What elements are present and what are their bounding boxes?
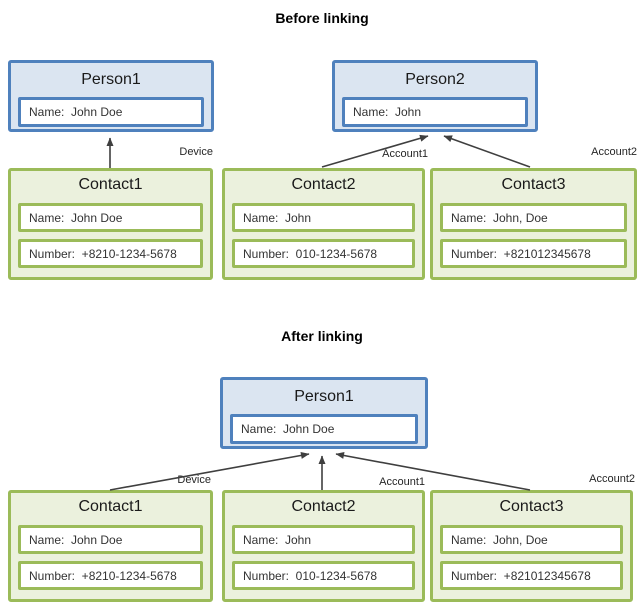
before-contact2-name: Name: John: [243, 210, 312, 225]
after-person1-name: Name: John Doe: [241, 422, 335, 436]
before-contact1-box: Contact1 Name: John Doe Number: +8210-12…: [8, 168, 213, 280]
before-contact3-number-field: Number: +821012345678: [440, 239, 627, 268]
after-contact2-box: Contact2 Name: John Number: 010-1234-567…: [222, 490, 425, 602]
after-account1-edge-label: Account1: [379, 476, 425, 488]
before-person2-title: Person2: [405, 71, 465, 88]
before-contact2-name-field: Name: John: [232, 203, 415, 232]
after-device-edge-label: Device: [177, 474, 211, 486]
before-contact3-box: Contact3 Name: John, Doe Number: +821012…: [430, 168, 637, 280]
before-contact1-title: Contact1: [78, 176, 143, 193]
before-person1-box: Person1 Name: John Doe: [8, 60, 214, 132]
after-contact1-name: Name: John Doe: [29, 532, 123, 547]
after-contact3-title: Contact3: [499, 498, 564, 515]
after-contact1-name-field: Name: John Doe: [18, 525, 203, 554]
before-person2-name: Name: John: [353, 105, 422, 119]
before-person1-name: Name: John Doe: [29, 105, 123, 119]
before-contact1-number: Number: +8210-1234-5678: [29, 246, 177, 261]
after-section-title: After linking: [281, 328, 363, 344]
before-account1-edge-label: Account1: [382, 148, 428, 160]
after-contact3-box: Contact3 Name: John, Doe Number: +821012…: [430, 490, 633, 602]
before-contact2-number: Number: 010-1234-5678: [243, 246, 378, 261]
before-person2-box: Person2 Name: John: [332, 60, 538, 132]
after-contact2-title: Contact2: [291, 498, 356, 515]
before-person1-title: Person1: [81, 71, 141, 88]
after-account2-edge-label: Account2: [589, 473, 635, 485]
before-contact2-box: Contact2 Name: John Number: 010-1234-567…: [222, 168, 425, 280]
after-person1-name-field: Name: John Doe: [230, 414, 418, 444]
after-contact2-number: Number: 010-1234-5678: [243, 568, 378, 583]
after-contact2-name-field: Name: John: [232, 525, 415, 554]
after-contact1-number: Number: +8210-1234-5678: [29, 568, 177, 583]
after-person1-box: Person1 Name: John Doe: [220, 377, 428, 449]
before-account2-edge-label: Account2: [591, 146, 637, 158]
before-device-edge-label: Device: [179, 146, 213, 158]
before-contact2-number-field: Number: 010-1234-5678: [232, 239, 415, 268]
before-section-title: Before linking: [275, 10, 369, 26]
before-contact3-number: Number: +821012345678: [451, 246, 591, 261]
after-contact3-number: Number: +821012345678: [451, 568, 591, 583]
before-person1-name-field: Name: John Doe: [18, 97, 204, 127]
before-contact3-title: Contact3: [501, 176, 566, 193]
after-contact3-number-field: Number: +821012345678: [440, 561, 623, 590]
after-contact2-number-field: Number: 010-1234-5678: [232, 561, 415, 590]
before-contact1-number-field: Number: +8210-1234-5678: [18, 239, 203, 268]
arrow-before-contact3-to-person2: [443, 135, 531, 168]
before-contact3-name: Name: John, Doe: [451, 210, 548, 225]
before-contact1-name-field: Name: John Doe: [18, 203, 203, 232]
after-contact1-box: Contact1 Name: John Doe Number: +8210-12…: [8, 490, 213, 602]
after-contact1-number-field: Number: +8210-1234-5678: [18, 561, 203, 590]
arrow-after-contact3-to-person1: [335, 452, 531, 491]
before-person2-name-field: Name: John: [342, 97, 528, 127]
before-contact2-title: Contact2: [291, 176, 356, 193]
after-contact3-name: Name: John, Doe: [451, 532, 548, 547]
after-person1-title: Person1: [294, 388, 354, 405]
after-contact2-name: Name: John: [243, 532, 312, 547]
before-contact1-name: Name: John Doe: [29, 210, 123, 225]
after-contact3-name-field: Name: John, Doe: [440, 525, 623, 554]
before-contact3-name-field: Name: John, Doe: [440, 203, 627, 232]
after-contact1-title: Contact1: [78, 498, 143, 515]
